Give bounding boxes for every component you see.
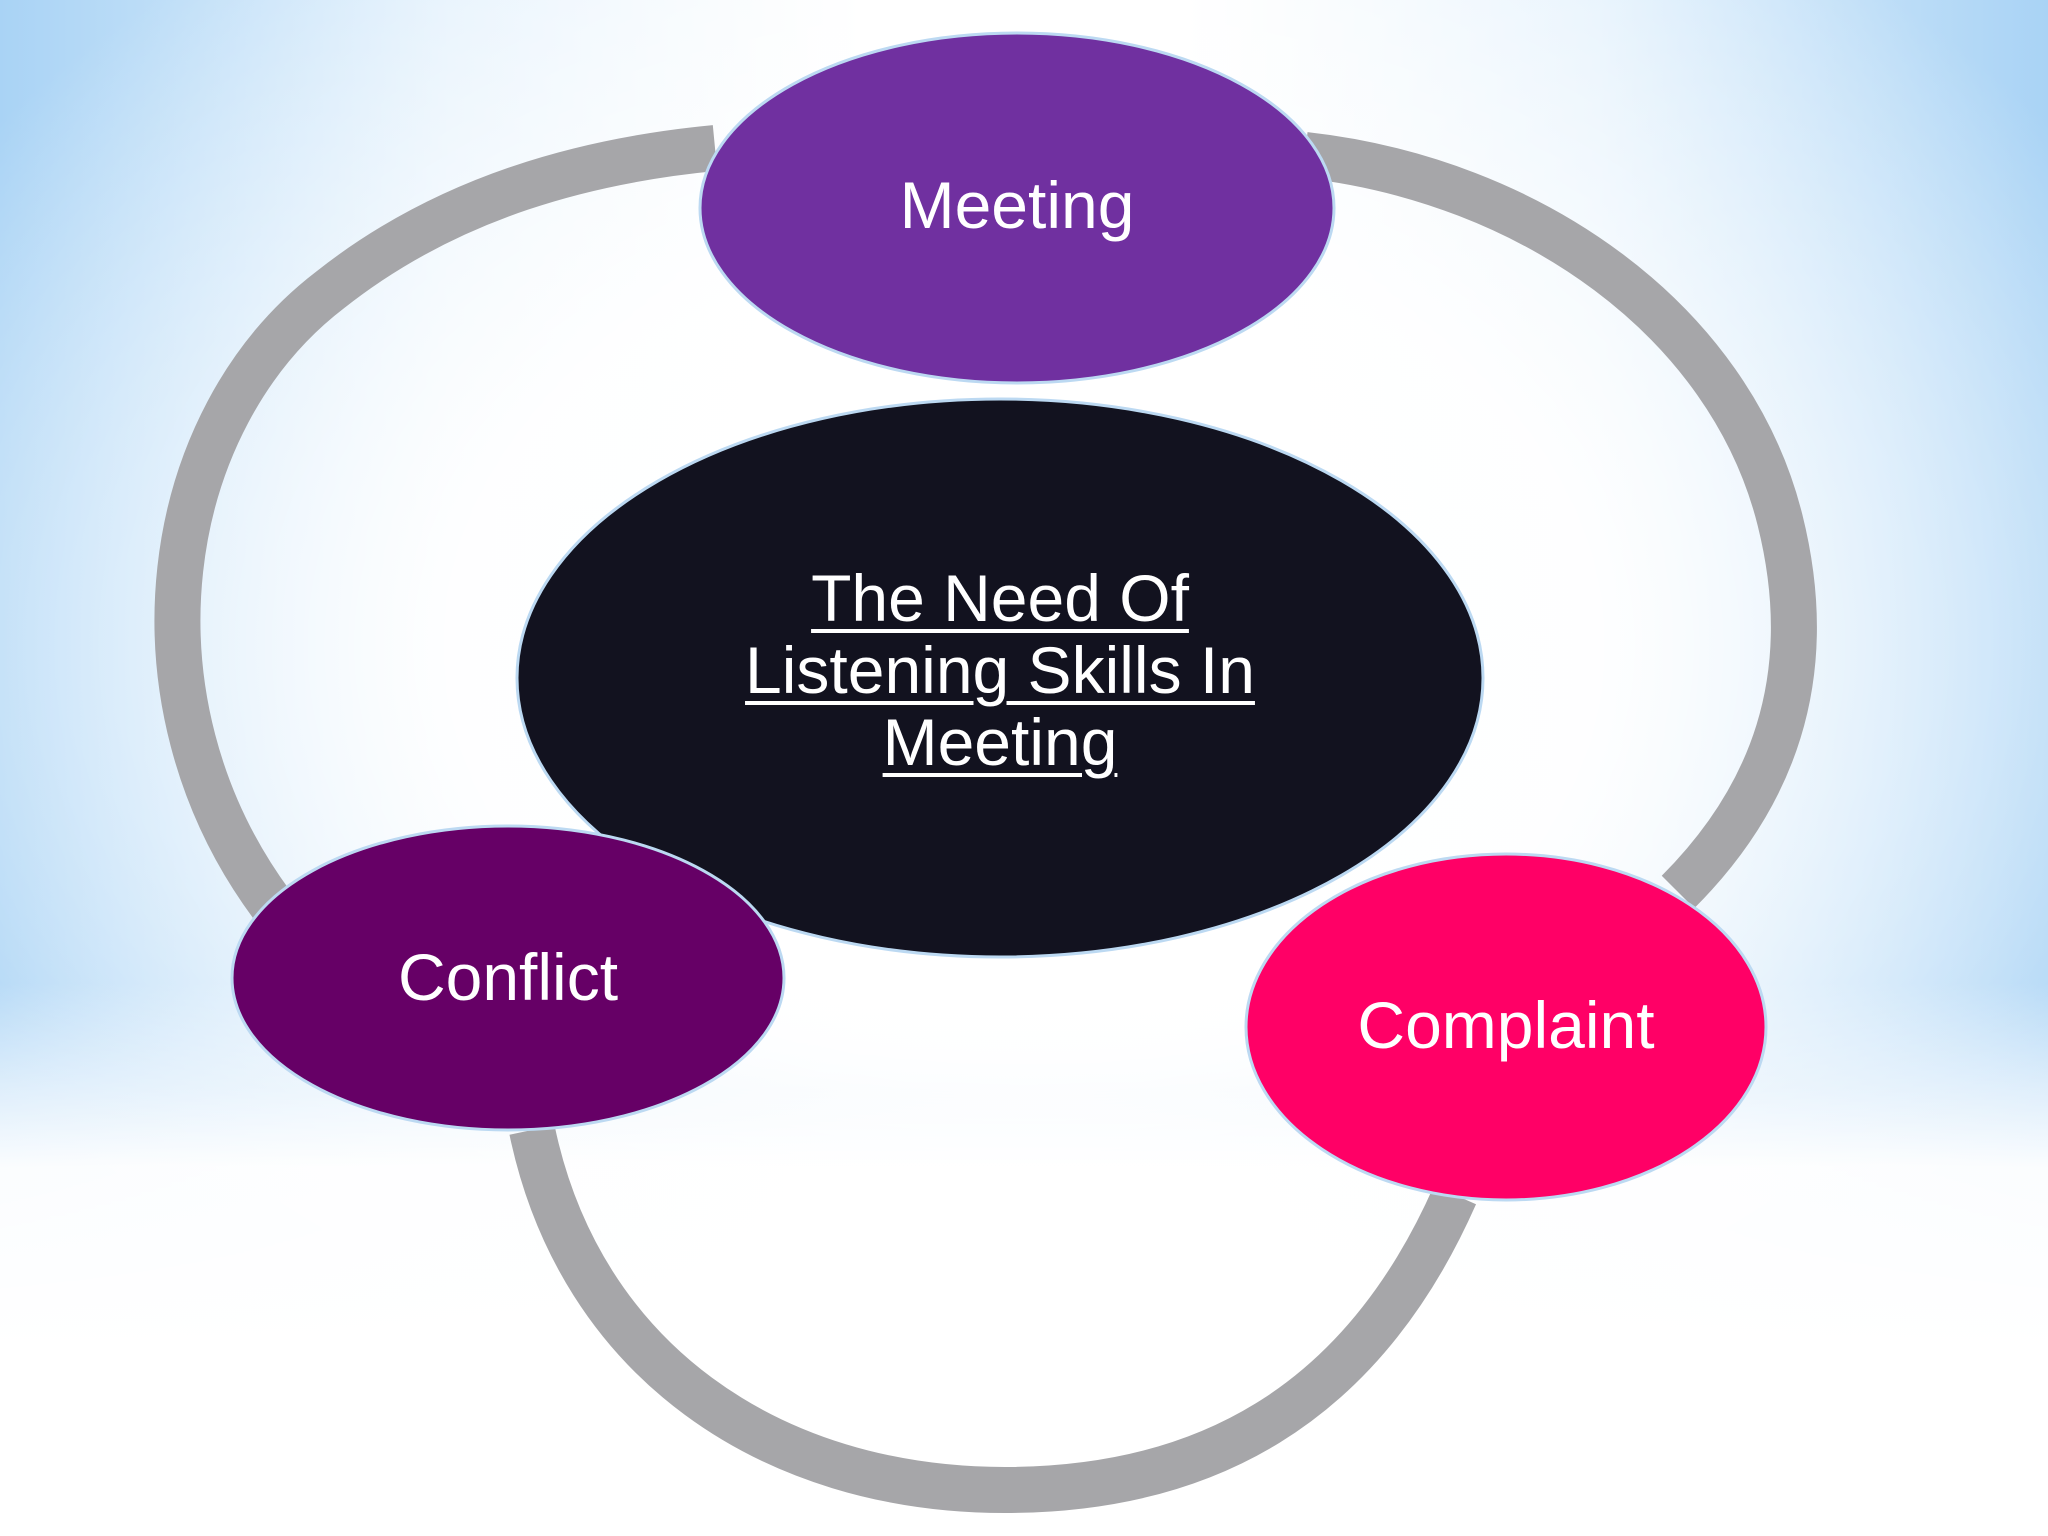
center-title-line-3: Meeting [882, 705, 1118, 779]
meeting-label: Meeting [899, 168, 1135, 242]
center-title: The Need Of Listening Skills In Meeting [640, 545, 1360, 795]
center-title-line-1: The Need Of [811, 561, 1189, 635]
center-title-line-2: Listening Skills In [745, 633, 1255, 707]
ring-arc-conflict-to-meeting [154, 125, 718, 919]
meeting-node [698, 31, 1336, 385]
complaint-node [1244, 852, 1768, 1202]
ring-arc-meeting-to-complaint [1302, 132, 1817, 909]
complaint-label: Complaint [1357, 988, 1655, 1062]
conflict-node [230, 824, 786, 1132]
conflict-label: Conflict [397, 940, 619, 1014]
center-ellipse [515, 397, 1485, 959]
ring-arc-complaint-to-conflict [509, 1125, 1477, 1514]
